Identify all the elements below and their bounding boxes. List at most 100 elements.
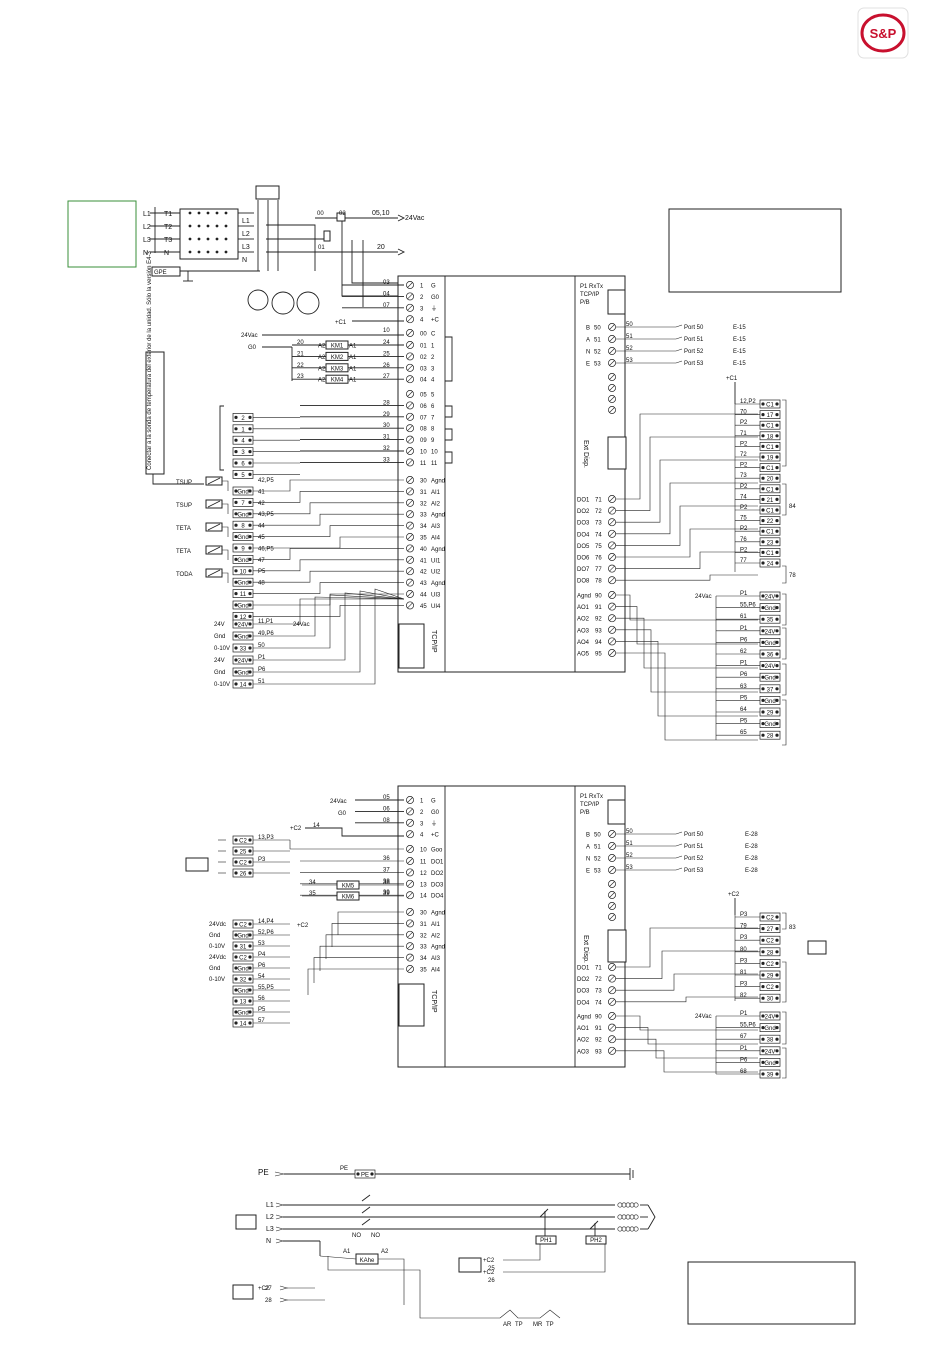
c1-relay-a2-0: A2 [318,344,326,350]
c2-port-bus-2: N [586,857,590,863]
c2-aor-term-5: 39 [759,1069,781,1079]
c1-di-6-screw [406,458,414,467]
c1-ai-wire-7: 47 [258,558,265,564]
c1-ai-8-num: 42 [420,570,427,576]
c1-aor-term-1: Gnd [759,603,781,612]
c1-do-hdr-screw [406,329,414,337]
c2-rr-term-7: 30 [759,993,781,1003]
c2-do-out-1-label: DO2 [577,977,590,983]
c1-aor-term-7: Gnd [759,672,781,682]
c1-relay-in-0: 20 [297,340,304,346]
c1-do-6-label: DO7 [577,567,590,573]
c1-bt-wire-4: P6 [258,667,266,673]
c2-do-0-screw [406,857,414,865]
c1-di-6-label: 11 [431,461,438,467]
c2-plus-c: +C2 [290,826,302,832]
c2-ait-term-8: Gnd [232,1007,254,1017]
c2-rr-term-1: 27 [759,924,781,933]
c1-ai-6-screw [406,544,414,553]
c2-tr-1: TCP/IP [580,802,599,808]
c1-sensor-2: TETA [176,526,191,532]
c1-ai-7-label: UI1 [431,558,441,564]
c1-ai-11-label: UI4 [431,604,441,610]
c2-rr-wire-4: P3 [740,958,748,964]
c2-ao-3-screw [608,1046,616,1055]
c1-aor-wire-9: P5 [740,695,748,701]
c1-plus-c: +C1 [335,320,347,326]
c2-do-wire-3: 39 [383,890,390,896]
c1-ai-term-4-label: Gnd [237,535,248,541]
c1-do-1-num: 72 [595,509,602,515]
c1-aor-term-7-label: Gnd [764,676,775,682]
c1-rr-term-9: 21 [759,495,781,504]
c1-port-dest-0: E-15 [733,325,746,331]
c1-rr-wire-3: 71 [740,431,747,437]
c2-ait-lbl-5: 0-10V [209,977,225,983]
c1-aor-wire-4: P6 [740,637,748,643]
c1-di-3-num: 08 [420,427,427,433]
c1-do-6-num: 77 [595,567,602,573]
c1-relay-row-3-label: 4 [431,378,435,384]
c1-do-hdr-num: 00 [420,332,427,338]
c1-do-6-screw [608,564,616,573]
c1-sensor-3: TETA [176,549,191,555]
c2-ait-term-6: Gnd [232,985,254,995]
c1-port-screw-1 [608,335,616,343]
c2-aor-wire-4: P6 [740,1057,748,1063]
c1-pwr-3-screw [406,315,414,324]
c2-ai-4-num: 34 [420,956,427,962]
c1-relay-a2-2: A2 [318,366,326,372]
c1-aor-term-8: 37 [759,684,781,693]
c1-ai-10-label: UI3 [431,593,441,599]
c1-rr-wire-4: P2 [740,441,748,447]
c2-aor-wire-0: P1 [740,1011,748,1017]
c1-rr-wire-6: P2 [740,463,748,469]
c2-ait-wire-7: 56 [258,996,265,1002]
c1-blank-screw-3 [608,406,616,414]
c2-aor-term-1-label: Gnd [764,1026,775,1032]
c1-di-4-num: 09 [420,438,427,444]
c1-relay-row-3-num: 04 [420,378,427,384]
c1-bt-wire-0: 11,P1 [258,619,274,625]
c1-do-1-screw [608,506,616,515]
c1-relay-a2-1: A2 [318,355,326,361]
c1-aor-wire-1: 55,P6 [740,603,756,609]
c1-port-num-3: 53 [594,362,601,368]
c2-rr-wire-6: P3 [740,982,748,988]
c1-ai-term-1-label: 7 [241,501,245,507]
c1-pwr-2-screw [406,303,414,312]
c1-aor-term-10-label: 29 [767,711,774,717]
c2-ao-1-label: AO1 [577,1026,590,1032]
c1-ai-term-9-label: 11 [240,592,247,598]
c2-ao-supply: 24Vac [695,1014,712,1020]
c1-di-1-num: 06 [420,404,427,410]
c1-rr-term-14: C1 [759,548,781,557]
c1-tcp-label: TCP/IP [430,630,437,653]
c2-ao-3-label: AO3 [577,1049,590,1055]
c1-tr-1: TCP/IP [580,292,599,298]
c1-ai-term-5-label: 9 [241,547,245,553]
bottom-line-0: L1 [266,1202,274,1209]
c1-do-0-label: DO1 [577,498,590,504]
c1-port-dest-2: E-15 [733,349,746,355]
c1-port-dest-3: E-15 [733,361,746,367]
c2-pwr-wire-0: 05 [383,795,390,801]
c2-port-num-2: 52 [594,857,601,863]
c1-rr-term-9-label: 21 [767,498,774,504]
c2-pwr-1-screw [406,807,414,816]
c2-ai-4-label: AI3 [431,956,441,962]
c2-ait-term-2-label: 31 [240,945,247,951]
c1-di-wire-4: 31 [383,435,390,441]
c1-ai-7-screw [406,555,414,564]
c1-rr-term-15-label: 24 [767,562,774,568]
c1-di-wire-1: 28 [383,400,390,406]
c2-ao-1-num: 91 [595,1026,602,1032]
c2-do-out-1-screw [608,974,616,983]
c1-di-term-5: 6 [232,458,254,468]
c1-aor-term-12-label: 28 [767,734,774,740]
c2-ait-term-8-label: Gnd [237,1011,248,1017]
c1-ai-wire-9: 48 [258,581,265,587]
bottom-contact-1: TP [515,1322,523,1328]
c1-di-2-num: 07 [420,415,427,421]
